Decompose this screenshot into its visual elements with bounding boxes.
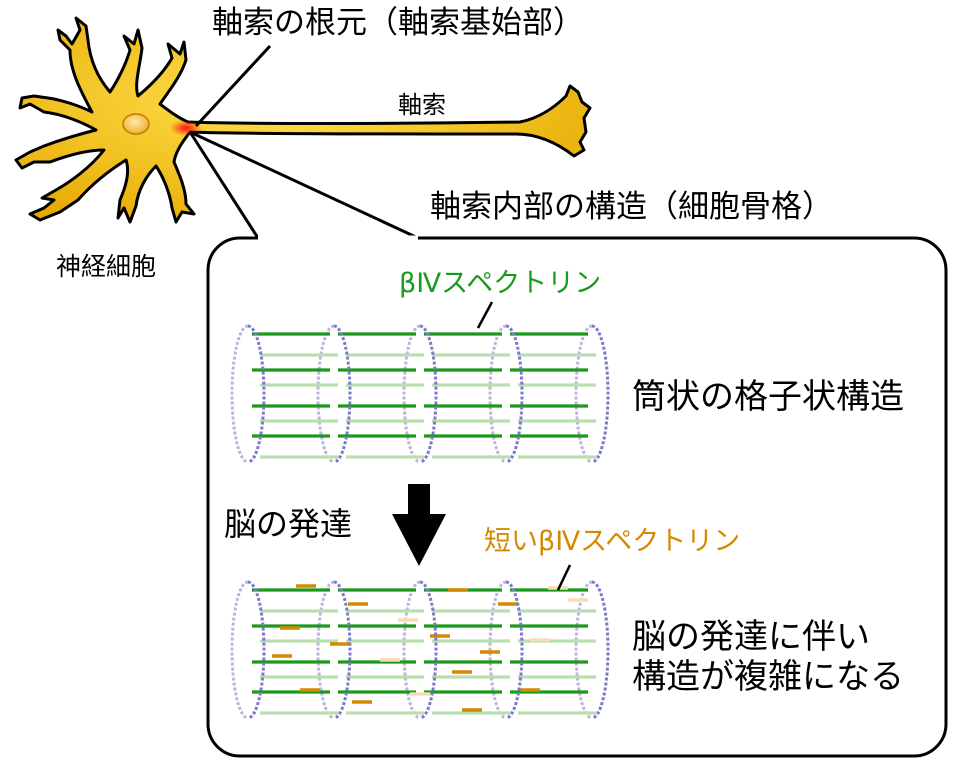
- complex-structure-line2: 構造が複雑になる: [632, 657, 904, 697]
- spectrin-pointer: [476, 301, 494, 329]
- neuron-body: [14, 16, 592, 224]
- nucleus: [122, 113, 150, 135]
- inner-structure-label: 軸索内部の構造（細胞骨格）: [430, 189, 833, 225]
- complex-structure-line1: 脳の発達に伴い: [632, 617, 870, 657]
- axon-root-pointer: [194, 44, 272, 128]
- ring-front: [419, 580, 438, 720]
- neuron-label: 神経細胞: [56, 252, 157, 281]
- short-spectrin-pointer: [556, 564, 572, 591]
- ring-front: [333, 580, 352, 720]
- ring-front: [247, 324, 266, 464]
- axon-label: 軸索: [398, 91, 446, 119]
- lattice-structure-label: 筒状の格子状構造: [632, 377, 904, 417]
- axon-root-label: 軸索の根元（軸索基始部）: [212, 5, 584, 41]
- ring-back: [230, 324, 249, 464]
- ring-front: [505, 580, 524, 720]
- ring-front: [247, 580, 266, 720]
- ring-front: [591, 580, 610, 720]
- ring-back: [230, 580, 249, 720]
- inset-callout-line-upper: [189, 130, 419, 240]
- axon-initial-segment-marker: [170, 120, 202, 136]
- inset-callout-line-lower: [188, 131, 260, 239]
- brain-development-label: 脳の発達: [224, 505, 353, 543]
- development-arrow: [392, 484, 446, 566]
- ring-front: [591, 324, 610, 464]
- short-spectrin-label: 短いβⅣスペクトリン: [484, 526, 741, 557]
- ring-front: [333, 324, 352, 464]
- ring-front: [505, 324, 524, 464]
- neuron-illustration: [14, 16, 592, 224]
- lattice-tube-early: [230, 324, 610, 464]
- lattice-tube-developed: [230, 580, 610, 720]
- ring-front: [419, 324, 438, 464]
- spectrin-label: βⅣスペクトリン: [399, 268, 602, 299]
